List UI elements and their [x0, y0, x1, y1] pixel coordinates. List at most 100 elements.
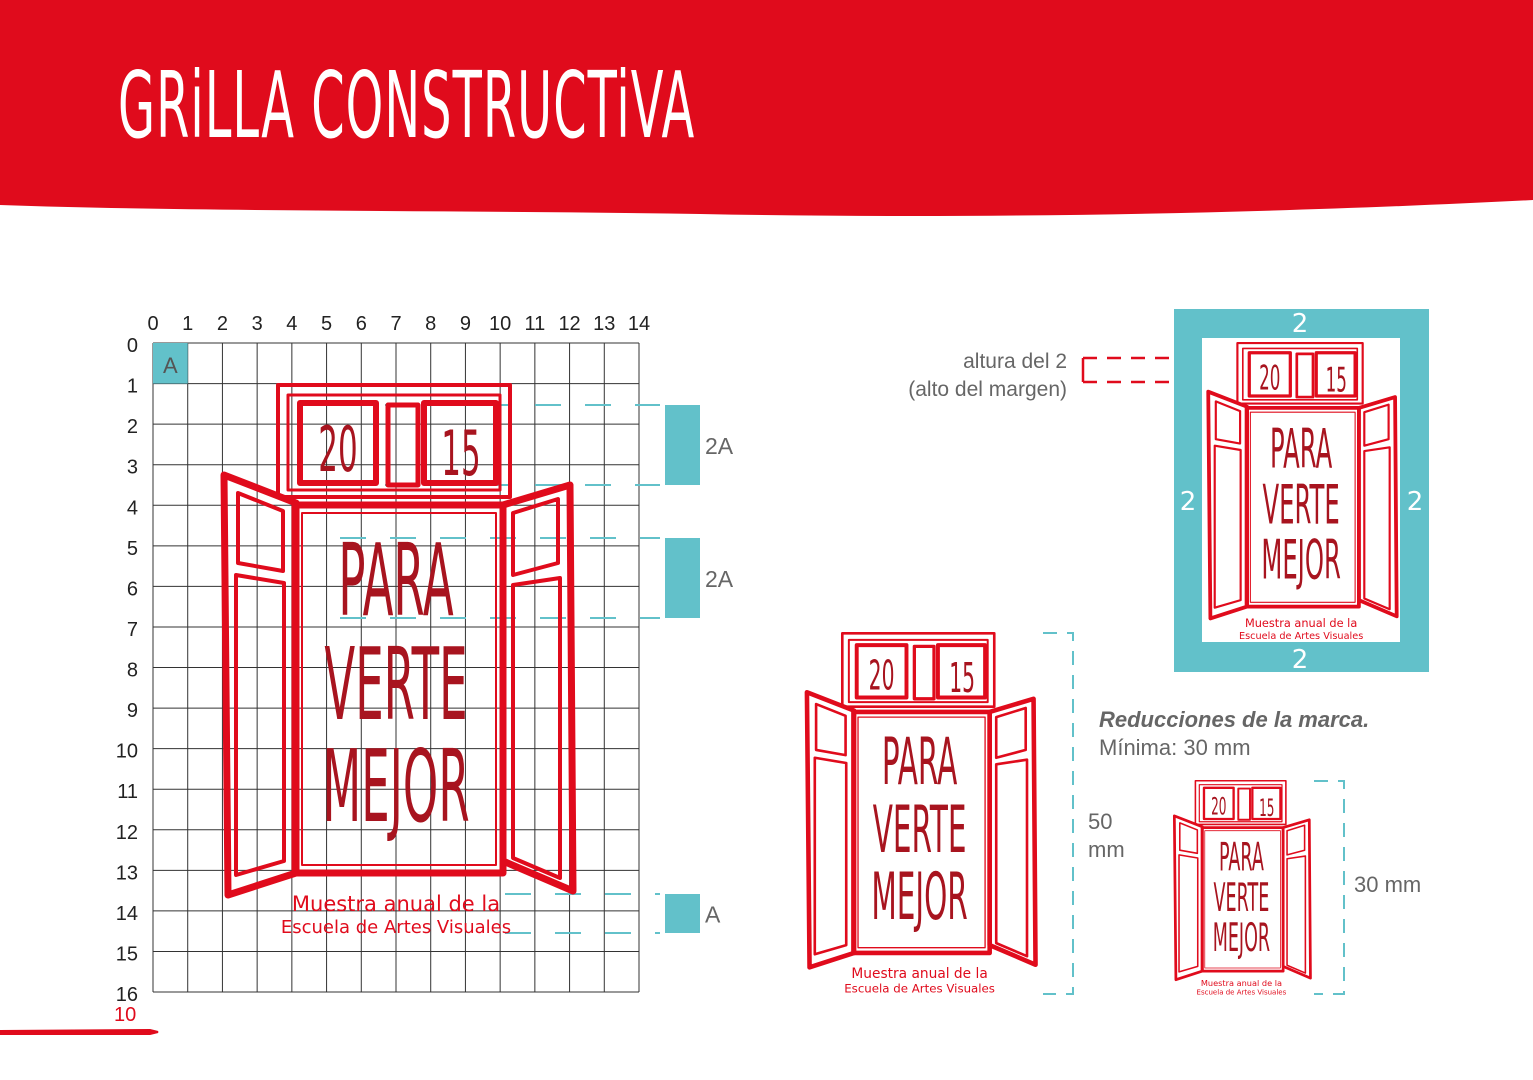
logo-right-shutter [1357, 395, 1399, 619]
logo-frame [1295, 352, 1315, 399]
reductions-block: Reducciones de la marca. Mínima: 30 mm [1099, 706, 1369, 762]
logo-right-shutter [499, 481, 577, 895]
logo-year-right: 15 [1259, 793, 1274, 822]
size-bracket-30mm [1314, 780, 1345, 995]
logo-line1: PARA [1270, 417, 1332, 480]
logo-year-left: 20 [869, 652, 895, 700]
row-label: 3 [127, 457, 138, 479]
logo-frame [1249, 411, 1356, 603]
column-label: 13 [593, 313, 615, 335]
logo-line1: PARA [338, 523, 453, 639]
column-label: 5 [321, 313, 332, 335]
column-label: 8 [425, 313, 436, 335]
logo-tagline2: Escuela de Artes Visuales [844, 981, 995, 995]
column-label: 3 [252, 313, 263, 335]
size-30mm: 30 mm [1354, 872, 1422, 897]
logo-frame [286, 393, 502, 492]
logo-left-panes [813, 702, 848, 956]
column-label: 6 [356, 313, 367, 335]
measure-label: 2A [705, 566, 734, 592]
logo-right-panes [511, 497, 562, 880]
row-label: 9 [127, 700, 138, 722]
margin-mark: 2 [1292, 645, 1309, 675]
logo-frame [1204, 830, 1281, 969]
logo-year-box [1202, 786, 1235, 821]
logo-frame [301, 512, 497, 866]
row-label: 10 [116, 741, 138, 763]
logo-year-left: 20 [1259, 359, 1280, 398]
page-title: GRiLLA CONSTRUCTiVA [118, 52, 696, 159]
size-50-unit: mm [1088, 837, 1125, 862]
logo-left-panes [1213, 400, 1242, 609]
size-50-value: 50 [1088, 809, 1113, 834]
row-label: 2 [127, 416, 138, 438]
logo-tagline1: Muestra anual de la [851, 966, 987, 982]
margin-note: altura del 2 (alto del margen) [860, 348, 1067, 404]
column-label: 11 [524, 313, 545, 335]
measure-bar [665, 894, 700, 933]
logo-left-panes [234, 491, 286, 877]
row-label: 14 [116, 903, 138, 925]
logo-top-frame [1236, 342, 1364, 405]
reductions-title: Reducciones de la marca. [1099, 707, 1370, 732]
logo-year-right: 15 [1326, 361, 1347, 400]
logo-year-left: 20 [1211, 792, 1226, 821]
logo-year-box [1251, 786, 1282, 821]
logo-tagline1: Muestra anual de la [1201, 978, 1282, 988]
logo-tagline2: Escuela de Artes Visuales [1197, 988, 1287, 997]
logo-line2: VERTE [1262, 473, 1339, 536]
logo-right-panes [994, 706, 1029, 958]
logo-right-shutter [987, 696, 1038, 968]
logo-year-box [1314, 351, 1357, 398]
margin-mark: 2 [1292, 309, 1309, 339]
logo-year-right: 15 [441, 418, 480, 490]
row-label: 5 [127, 538, 138, 560]
column-label: 9 [460, 313, 471, 335]
logo-year-box [854, 643, 909, 700]
logo-top-frame [1194, 780, 1287, 826]
row-label: 1 [127, 376, 138, 398]
header-band [0, 0, 1533, 217]
logo-year-left: 20 [318, 414, 357, 486]
logo-year-box [935, 643, 988, 700]
logo-line2: VERTE [873, 791, 967, 867]
logo-left-panes [1178, 822, 1199, 973]
row-label: 15 [116, 943, 138, 965]
margin-note-line1: altura del 2 [963, 350, 1067, 373]
logo-right-panes [1286, 824, 1307, 974]
margin-mark: 2 [1407, 487, 1424, 517]
row-label: 7 [127, 619, 138, 641]
logo-left-shutter [804, 689, 857, 970]
logo-tagline2: Escuela de Artes Visuales [281, 917, 511, 938]
logo-frame [385, 402, 421, 488]
row-label: 13 [116, 862, 138, 884]
logo-line2: VERTE [1214, 876, 1270, 921]
logo-left-shutter [1172, 814, 1204, 982]
logo-top-frame [276, 383, 512, 499]
logo-line3: MEJOR [1213, 916, 1270, 961]
margin-mark: 2 [1180, 487, 1197, 517]
page-number: 10 [114, 1004, 137, 1026]
logo-year-box [1247, 351, 1292, 398]
size-50mm: 50 mm [1088, 808, 1125, 864]
measure-bar [665, 405, 700, 485]
column-label: 12 [558, 313, 580, 335]
reductions-minimum: Mínima: 30 mm [1099, 735, 1251, 760]
logo-frame [912, 644, 936, 701]
row-label: 16 [116, 984, 138, 1006]
logo-frame [1237, 787, 1251, 821]
logo-right-panes [1363, 403, 1391, 611]
logo-left-shutter [1206, 389, 1250, 621]
row-label: 6 [127, 578, 138, 600]
logo-line3: MEJOR [322, 729, 469, 845]
measure-label: A [705, 902, 721, 928]
logo-frame [1198, 784, 1283, 823]
logo-line2: VERTE [324, 627, 467, 743]
margin-note-line2: (alto del margen) [908, 378, 1067, 401]
logo-frame [1241, 347, 1359, 401]
